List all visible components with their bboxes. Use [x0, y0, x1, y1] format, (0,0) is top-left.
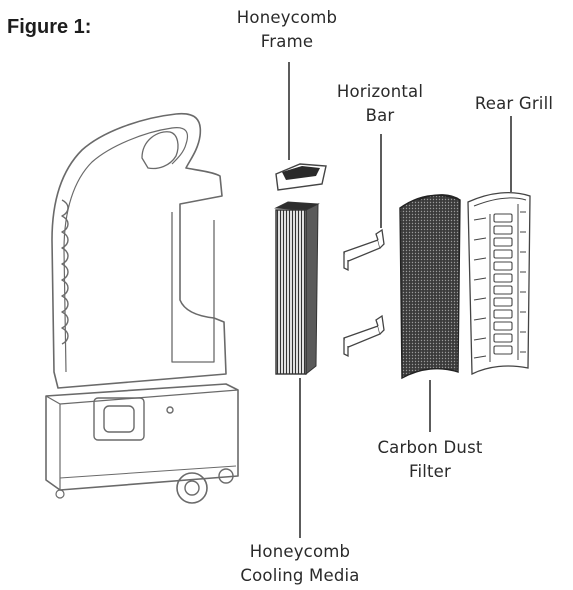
rear-grill-part [468, 193, 530, 374]
label-rear-grill-line1: Rear Grill [456, 92, 572, 116]
label-carbon-dust-filter-line1: Carbon Dust [350, 436, 510, 460]
label-honeycomb-cooling-media-line2: Cooling Media [215, 564, 385, 588]
label-rear-grill: Rear Grill [456, 92, 572, 116]
label-horizontal-bar: Horizontal Bar [310, 80, 450, 128]
label-honeycomb-frame-line2: Frame [212, 30, 362, 54]
label-horizontal-bar-line1: Horizontal [310, 80, 450, 104]
label-honeycomb-cooling-media-line1: Honeycomb [215, 540, 385, 564]
label-honeycomb-frame-line1: Honeycomb [212, 6, 362, 30]
honeycomb-cooling-media-part [276, 202, 318, 374]
label-horizontal-bar-line2: Bar [310, 104, 450, 128]
label-carbon-dust-filter: Carbon Dust Filter [350, 436, 510, 484]
air-cooler-unit [46, 114, 238, 503]
label-honeycomb-cooling-media: Honeycomb Cooling Media [215, 540, 385, 588]
carbon-dust-filter-part [400, 195, 460, 378]
label-carbon-dust-filter-line2: Filter [350, 460, 510, 484]
honeycomb-frame-part [276, 164, 326, 190]
figure-title: Figure 1: [7, 16, 91, 39]
label-honeycomb-frame: Honeycomb Frame [212, 6, 362, 54]
horizontal-bar-parts [344, 230, 384, 356]
